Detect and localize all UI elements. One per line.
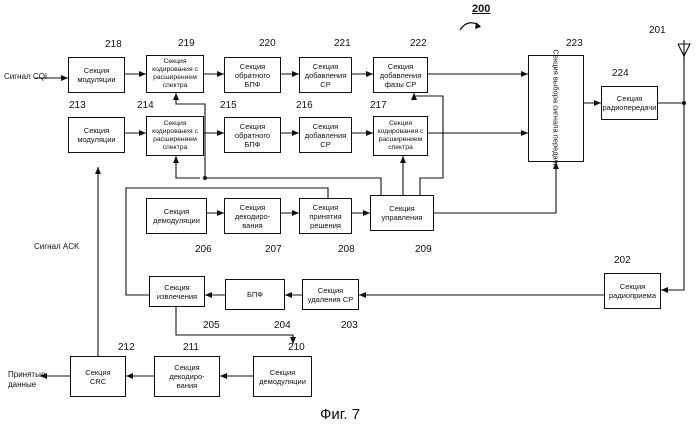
ack-signal-label: Сигнал ACK [34, 242, 79, 252]
cp-add-block-221: Секция добавления CP [299, 57, 352, 93]
decision-block-208: Секция принятия решения [299, 198, 352, 234]
fft-block-204: БПФ [225, 279, 285, 310]
block-number-207: 207 [265, 244, 282, 255]
extraction-block-205: Секция извлечения [149, 276, 205, 307]
block-number-223: 223 [566, 38, 583, 49]
inverse-fft-block-220: Секция обратного БПФ [224, 57, 281, 93]
spread-coding-block-214: Секция кодирования с расширением спектра [146, 116, 204, 156]
block-number-203: 203 [341, 320, 358, 331]
block-number-220: 220 [259, 38, 276, 49]
block-number-217: 217 [370, 100, 387, 111]
block-number-211: 211 [183, 342, 199, 353]
block-number-214: 214 [137, 100, 154, 111]
spread-coding-block-219: Секция кодирования с расширением спектра [146, 55, 204, 93]
cp-phase-add-block-222: Секция добавления фазы CP [373, 57, 428, 93]
antenna-number-201: 201 [649, 25, 666, 36]
modulation-block-218: Секция модуляции [68, 57, 125, 93]
figure-caption: Фиг. 7 [320, 406, 360, 423]
decoding-block-207: Секция декодиро- вания [224, 198, 281, 234]
block-number-221: 221 [334, 38, 351, 49]
inverse-fft-block-215: Секция обратного БПФ [224, 117, 281, 153]
decoding-block-211: Секция декодиро- вания [154, 356, 220, 397]
tx-signal-select-label: Секция выбора сигнала передачи [552, 49, 561, 167]
block-number-213: 213 [69, 100, 86, 111]
modulation-block-213: Секция модуляции [68, 117, 125, 153]
block-number-219: 219 [178, 38, 195, 49]
block-number-206: 206 [195, 244, 212, 255]
block-number-208: 208 [338, 244, 355, 255]
cp-removal-block-203: Секция удаления CP [302, 279, 359, 310]
received-data-label: Принятые данные [8, 370, 45, 390]
spread-coding-block-217: Секция кодирования с расширением спектра [373, 116, 428, 156]
radio-tx-block-224: Секция радиопередачи [601, 86, 658, 120]
block-number-204: 204 [274, 320, 291, 331]
block-number-209: 209 [415, 244, 432, 255]
cqi-signal-label: Сигнал CQI [4, 72, 47, 82]
demodulation-block-206: Секция демодуляции [146, 198, 207, 234]
radio-rx-block-202: Секция радиоприема [604, 273, 661, 309]
demodulation-block-210: Секция демодуляции [253, 356, 312, 397]
crc-block-212: Секция CRC [70, 356, 126, 397]
tx-signal-select-block-223: Секция выбора сигнала передачи [528, 55, 584, 162]
figure-ref-arrow-icon [456, 14, 486, 36]
block-number-212: 212 [118, 342, 135, 353]
block-number-222: 222 [410, 38, 427, 49]
block-number-216: 216 [296, 100, 313, 111]
cp-add-block-216: Секция добавления CP [299, 117, 352, 153]
block-number-210: 210 [288, 342, 305, 353]
block-number-218: 218 [105, 39, 122, 50]
block-number-202: 202 [614, 255, 631, 266]
control-block-209: Секция управления [370, 195, 434, 231]
block-number-205: 205 [203, 320, 220, 331]
block-number-215: 215 [220, 100, 237, 111]
block-number-224: 224 [612, 68, 629, 79]
